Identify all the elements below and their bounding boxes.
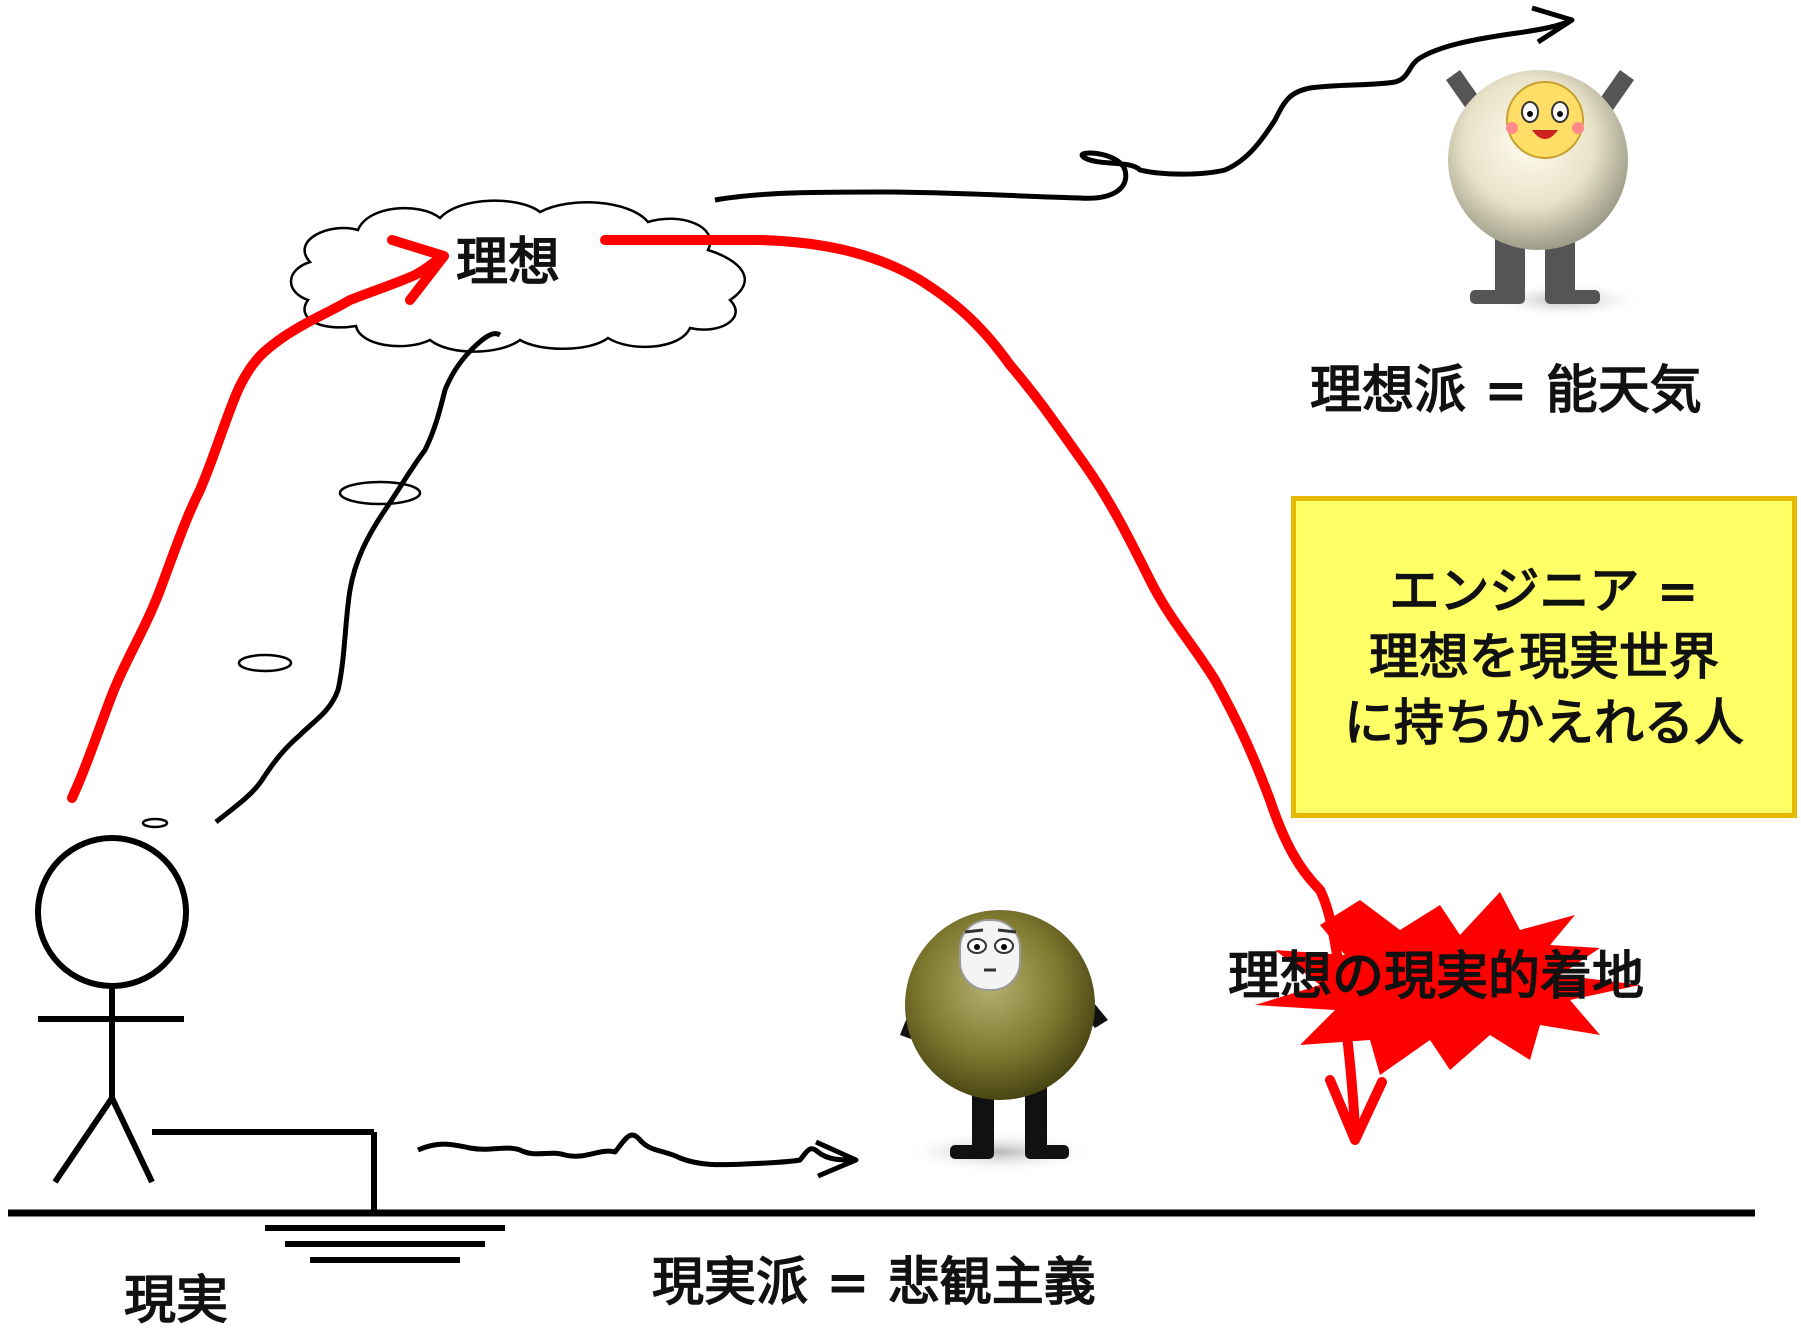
ideal-label: 理想: [456, 233, 560, 293]
idealist-arrowhead: [1531, 5, 1575, 45]
engineer-callout: エンジニア = 理想を現実世界 に持ちかえれる人: [1291, 496, 1797, 818]
stick-figure: [35, 835, 189, 1184]
idealist-character: [1446, 70, 1645, 318]
realists-label: 現実派 = 悲観主義: [652, 1253, 1096, 1313]
realist-face: [959, 919, 1021, 991]
callout-line-1: エンジニア =: [1389, 562, 1699, 620]
ground-symbol: [152, 1129, 505, 1263]
engineer-path: [67, 253, 445, 803]
callout-line-3: に持ちかえれる人: [1344, 694, 1744, 752]
engineer-arrowhead-ideal: [387, 235, 449, 305]
callout-line-2: 理想を現実世界: [1369, 628, 1719, 686]
landing-burst: [1255, 892, 1640, 1075]
idealist-face: [1506, 81, 1584, 159]
idealists-label: 理想派 = 能天気: [1310, 361, 1702, 421]
landing-label: 理想の現実的着地: [1228, 947, 1644, 1007]
engineer-path-descent: [600, 234, 1360, 1135]
thought-path: [214, 331, 502, 824]
engineer-arrowhead-landing: [1325, 1075, 1387, 1145]
realist-arrowhead: [814, 1139, 859, 1179]
reality-label: 現実: [124, 1271, 228, 1331]
idealist-path: [714, 17, 1574, 203]
realist-character: [900, 910, 1108, 1174]
realist-path: [416, 1132, 856, 1168]
realist-body: [905, 910, 1095, 1100]
